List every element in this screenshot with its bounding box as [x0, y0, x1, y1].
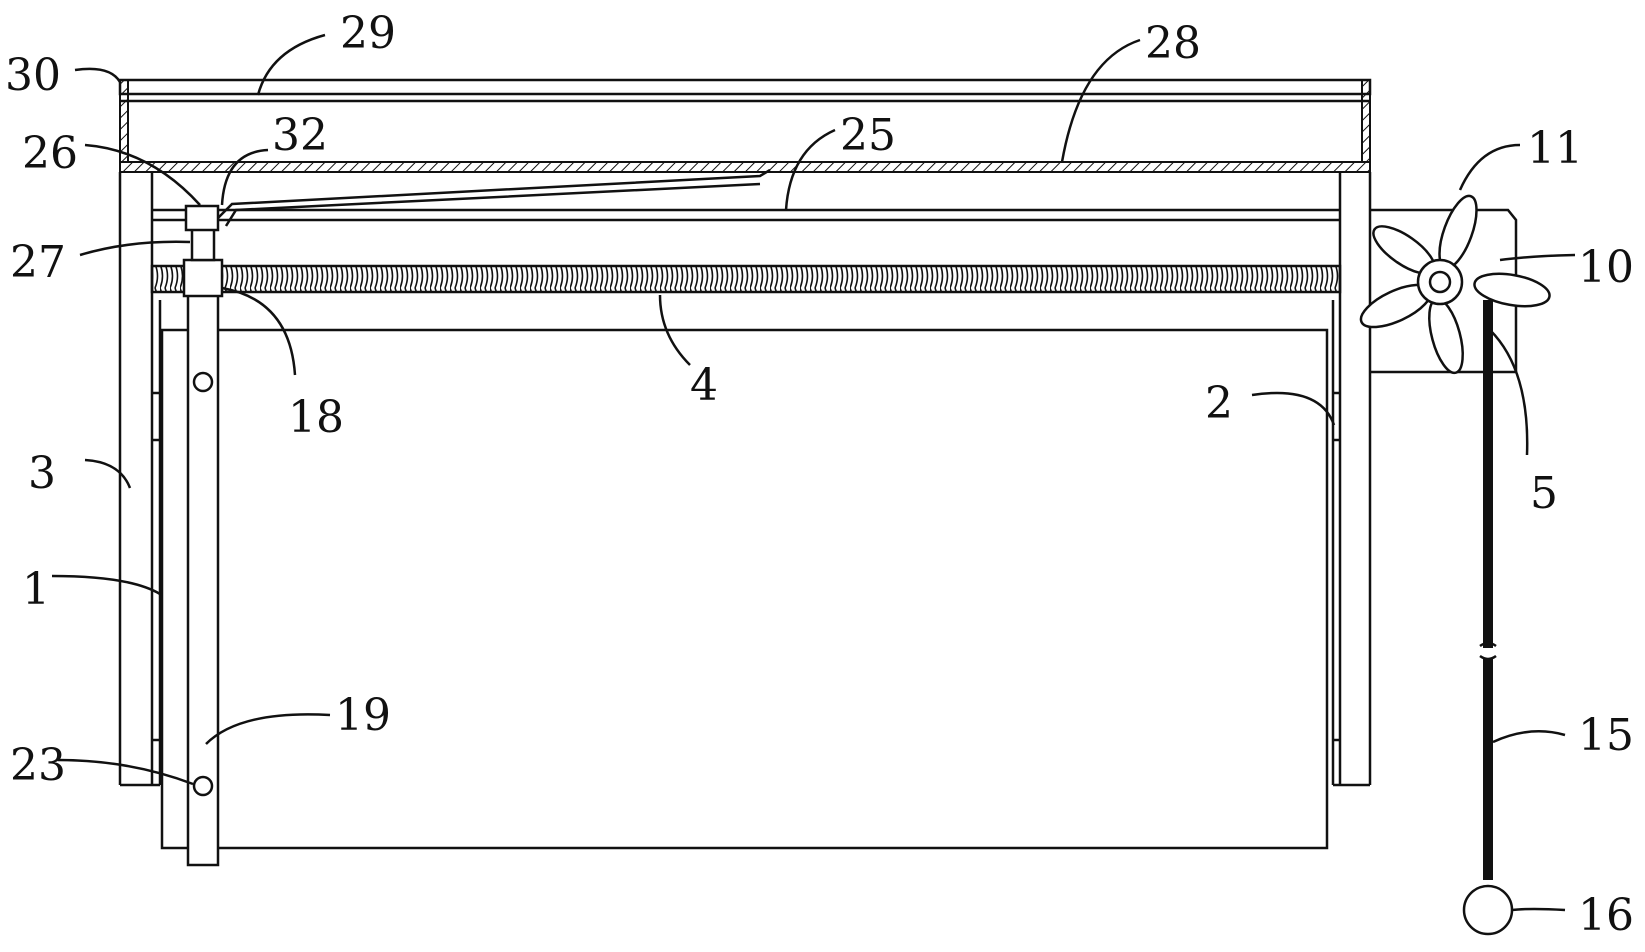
- outer-frame: [118, 172, 1372, 787]
- curtain-panel: [160, 328, 1329, 850]
- label-23: 23: [10, 740, 66, 791]
- label-29: 29: [340, 8, 396, 59]
- label-30: 30: [5, 50, 61, 101]
- label-16: 16: [1578, 890, 1634, 941]
- spring-shaft: [150, 264, 1342, 294]
- slider-block: [182, 168, 771, 298]
- label-3: 3: [28, 448, 56, 499]
- label-25: 25: [840, 110, 896, 161]
- label-1: 1: [22, 564, 50, 615]
- label-2: 2: [1205, 378, 1233, 429]
- pull-rod: [1462, 300, 1514, 936]
- label-32: 32: [272, 110, 328, 161]
- side-rails: [152, 300, 1340, 785]
- label-15: 15: [1578, 710, 1634, 761]
- label-4: 4: [690, 360, 718, 411]
- label-11: 11: [1527, 123, 1583, 174]
- label-18: 18: [288, 392, 344, 443]
- label-26: 26: [22, 128, 78, 179]
- label-28: 28: [1145, 18, 1201, 69]
- reference-labels: 29 30 28 26 32 25 27 11 10 18 4 2 5 3 1 …: [5, 8, 1634, 941]
- label-5: 5: [1530, 468, 1558, 519]
- leader-lines: [51, 33, 1576, 912]
- label-27: 27: [10, 237, 66, 288]
- pull-bar: [186, 288, 220, 867]
- top-housing: [118, 78, 1372, 173]
- label-10: 10: [1578, 242, 1634, 293]
- fan-assembly: [1359, 194, 1551, 375]
- label-19: 19: [335, 690, 391, 741]
